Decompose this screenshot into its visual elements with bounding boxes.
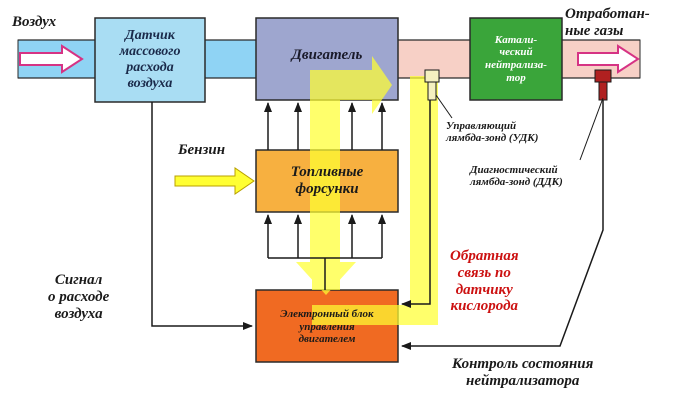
- maf-signal-line: [151, 102, 253, 330]
- downstream-lambda-signal: [401, 100, 604, 350]
- exhaust-label: Отработан- ные газы: [565, 6, 650, 39]
- ecu-box: [255, 289, 399, 363]
- maf-sensor-box: [94, 17, 206, 103]
- air-inlet-arrow: [19, 44, 84, 74]
- oxygen-feedback-label: Обратная связь по датчику кислорода: [450, 248, 519, 315]
- engine-label: Двигатель: [291, 47, 363, 64]
- air-flow-signal-label: Сигнал о расходе воздуха: [48, 272, 110, 322]
- catalyst-monitoring-label: Контроль состояния нейтрализатора: [452, 356, 594, 389]
- injectors-label: Топливные форсунки: [290, 163, 364, 197]
- exhaust-outlet-arrow: [577, 44, 640, 74]
- upstream-lambda-signal: [401, 100, 431, 308]
- injector-to-engine-arrows: [264, 102, 386, 150]
- downstream-lambda-label: Диагностический лямбда-зонд (ДДК): [470, 164, 563, 189]
- catalyst-box: [469, 17, 563, 101]
- upstream-lambda-sensor: [424, 69, 440, 101]
- ecu-label: Электронный блок управления двигателем: [280, 308, 374, 346]
- maf-sensor-label: Датчик массового расхода воздуха: [119, 27, 181, 92]
- air-label: Воздух: [12, 14, 57, 30]
- catalyst-label: Катали- ческий нейтрализа- тор: [485, 33, 547, 84]
- fuel-label: Бензин: [178, 142, 226, 158]
- downstream-lambda-sensor: [594, 69, 612, 101]
- ecu-to-injector-arrows: [264, 214, 386, 290]
- upstream-lambda-label: Управляющий лямбда-зонд (УДК): [446, 120, 539, 145]
- fuel-arrow: [174, 167, 255, 195]
